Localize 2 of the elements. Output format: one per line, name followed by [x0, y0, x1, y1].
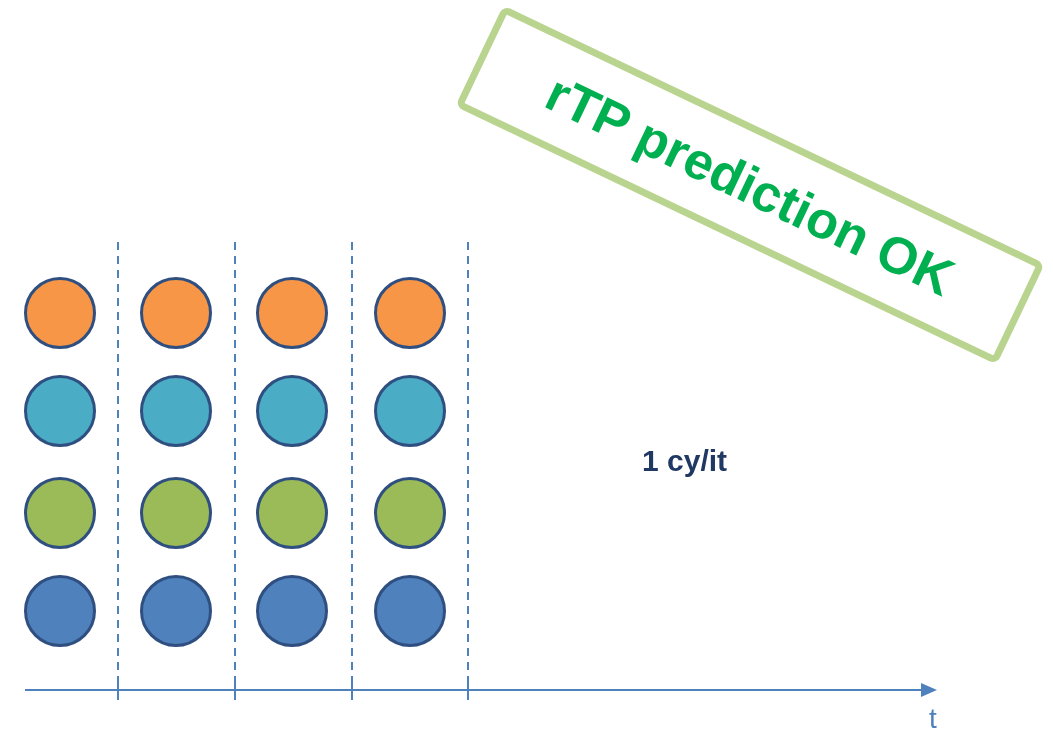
rate-label: 1 cy/it	[642, 444, 728, 478]
axis-label: t	[929, 703, 937, 735]
